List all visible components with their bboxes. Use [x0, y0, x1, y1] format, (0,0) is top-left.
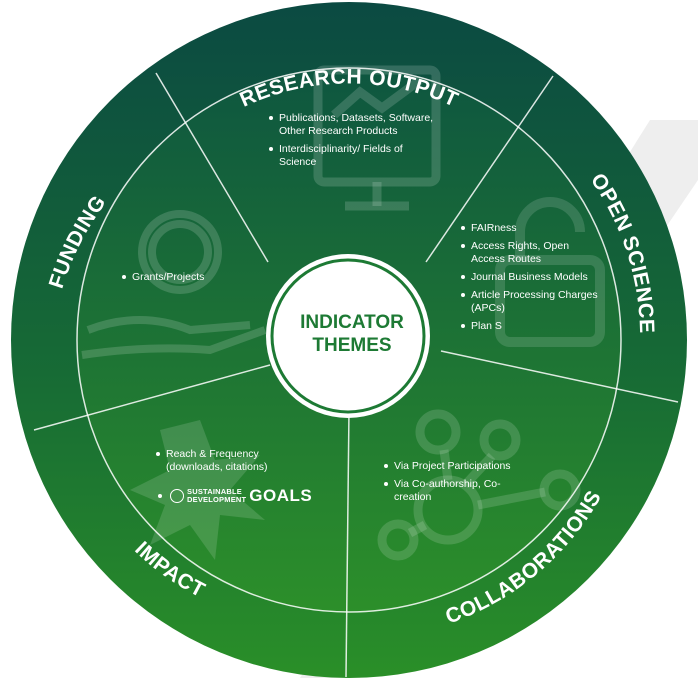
hand-dollar-icon — [81, 210, 267, 359]
network-icon — [377, 409, 581, 561]
un-globe-icon — [170, 489, 184, 503]
explosion-icon — [130, 420, 265, 560]
monitor-chart-icon — [313, 65, 441, 211]
section-dividers — [33, 72, 679, 678]
center-circle-border — [270, 258, 426, 414]
list-item: FAIRness — [460, 222, 610, 235]
research-output-list: Publications, Datasets, Software, Other … — [268, 112, 448, 174]
sdg-bullet — [158, 494, 162, 498]
center-title-line1: INDICATOR — [300, 312, 404, 333]
impact-list: Reach & Frequency (downloads, citations) — [155, 448, 295, 479]
list-item: Access Rights, Open Access Routes — [460, 240, 591, 266]
sdg-line1: SUSTAINABLE — [187, 487, 242, 496]
sdg-goals: GOALS — [249, 486, 313, 505]
list-item: Publications, Datasets, Software, Other … — [268, 112, 448, 138]
center-title: INDICATOR THEMES — [262, 311, 442, 357]
funding-list: Grants/Projects — [121, 271, 241, 289]
list-item: Journal Business Models — [460, 271, 610, 284]
list-item: Reach & Frequency (downloads, citations) — [155, 448, 295, 474]
sdg-logo: SUSTAINABLE DEVELOPMENT GOALS — [158, 486, 312, 506]
list-item: Grants/Projects — [121, 271, 241, 284]
center-circle — [266, 254, 430, 418]
list-item: Via Co-authorship, Co-creation — [383, 478, 514, 504]
list-item: Via Project Participations — [383, 460, 543, 473]
open-lock-icon — [495, 197, 605, 347]
open-science-list: FAIRness Access Rights, Open Access Rout… — [460, 222, 610, 338]
list-item: Article Processing Charges (APCs) — [460, 289, 610, 315]
center-title-line2: THEMES — [312, 335, 392, 356]
list-item: Plan S — [460, 320, 610, 333]
sdg-label: SUSTAINABLE DEVELOPMENT — [187, 488, 246, 504]
list-item: Interdisciplinarity/ Fields of Science — [268, 143, 414, 169]
sdg-line2: DEVELOPMENT — [187, 495, 247, 504]
collaborations-list: Via Project Participations Via Co-author… — [383, 460, 543, 509]
